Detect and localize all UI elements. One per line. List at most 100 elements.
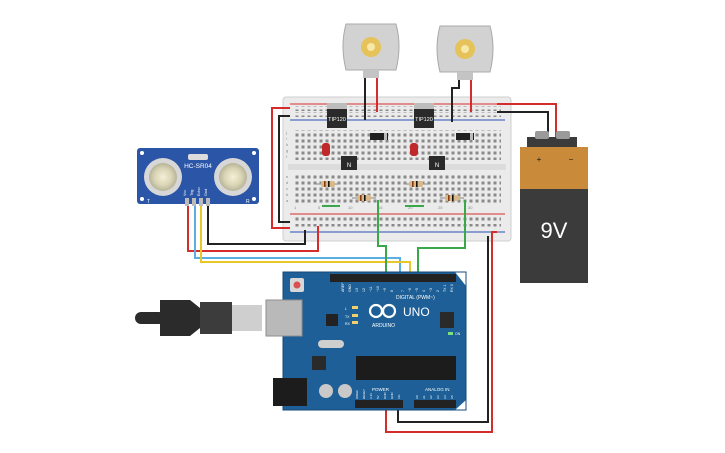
wire — [187, 204, 319, 252]
wire — [200, 204, 411, 272]
battery-minus-label: − — [569, 155, 574, 164]
atmega-chip — [356, 356, 456, 380]
arduino-model: UNO — [403, 305, 430, 319]
row-letter: e — [286, 174, 289, 179]
sensor-pin-label: Vcc — [183, 190, 187, 196]
usb-port[interactable] — [265, 299, 303, 337]
digital-header[interactable] — [330, 274, 456, 282]
row-letter: h — [286, 142, 288, 147]
tip120-right[interactable]: TIP120 — [414, 103, 434, 128]
diode-right[interactable] — [456, 133, 474, 140]
led-label: TX — [345, 315, 350, 319]
pin-label: A0 — [415, 395, 419, 399]
power-header[interactable] — [355, 400, 403, 408]
dc-motor-left[interactable] — [342, 23, 400, 78]
wire — [417, 200, 466, 272]
diode-left[interactable] — [370, 133, 388, 140]
resistor-3[interactable] — [404, 181, 428, 187]
led-left[interactable] — [322, 143, 330, 156]
tip120-left[interactable]: TIP120 — [327, 103, 347, 128]
resistor-2[interactable] — [352, 195, 376, 201]
arduino-logo: ARDUINO UNO — [368, 303, 430, 329]
pin-label: ~10 — [376, 286, 380, 292]
breadboard-row-letters: j i h g f e d c b a — [285, 130, 289, 203]
sensor-pin-label: Trig — [190, 190, 194, 196]
pin-label: A2 — [429, 395, 433, 399]
npn-transistor-left[interactable]: N — [341, 156, 357, 170]
pin-label: 2 — [436, 290, 440, 292]
column-number: 5 — [318, 205, 321, 210]
resistor-1[interactable] — [316, 181, 340, 187]
sensor-side-label: T — [147, 199, 150, 205]
pin-label: 12 — [362, 288, 366, 292]
analog-header-label: ANALOG IN — [425, 387, 450, 392]
led-right[interactable] — [410, 143, 418, 156]
transistor-label: TIP120 — [415, 117, 433, 123]
pin-label: A1 — [422, 395, 426, 399]
wire — [377, 200, 387, 272]
wire — [451, 80, 460, 122]
column-number: 30 — [468, 205, 473, 210]
digital-header-label: DIGITAL (PWM~) — [396, 295, 435, 301]
battery-plus-label: + — [537, 155, 542, 164]
pin-label: ~9 — [383, 288, 387, 292]
analog-header[interactable] — [414, 400, 456, 408]
pin-label: A5 — [450, 395, 454, 399]
column-number: 15 — [378, 205, 383, 210]
usb-cable[interactable] — [135, 300, 262, 336]
dc-motor-right[interactable] — [436, 25, 494, 80]
npn-mark: N — [435, 163, 439, 169]
on-label: ON — [455, 332, 461, 336]
power-jack[interactable] — [273, 378, 307, 406]
sensor-model-label: HC-SR04 — [184, 163, 212, 170]
pin-label: 13 — [355, 288, 359, 292]
wires — [187, 78, 557, 433]
sensor-side-label: R — [246, 199, 250, 205]
row-letter: i — [286, 136, 287, 141]
pin-label: Vin — [397, 394, 401, 399]
row-letter: c — [286, 186, 288, 191]
sensor-pin-label: Gnd — [204, 189, 208, 196]
row-letter: d — [286, 180, 288, 185]
column-number: 20 — [408, 205, 413, 210]
pin-label: ~5 — [415, 288, 419, 292]
pin-label: ~3 — [429, 288, 433, 292]
row-letter: a — [286, 198, 289, 203]
battery-9v[interactable]: + − 9V — [520, 131, 588, 283]
pin-label: 3.3V — [369, 393, 373, 399]
column-number: 25 — [438, 205, 443, 210]
npn-transistor-right[interactable]: N — [429, 156, 445, 170]
sensor-pin-label: Echo — [197, 187, 201, 196]
ultrasonic-sensor[interactable]: HC-SR04 T R Vcc Trig Echo Gnd — [137, 148, 259, 206]
pin-label: 7 — [401, 290, 405, 292]
pin-label: 4 — [422, 290, 426, 292]
row-letter: g — [286, 148, 288, 153]
pin-label: A3 — [436, 395, 440, 399]
wire — [207, 204, 306, 245]
resistor-4[interactable] — [440, 195, 464, 201]
pin-label: GND — [383, 392, 387, 400]
pin-label: ~6 — [408, 288, 412, 292]
transistor-label: TIP120 — [328, 117, 346, 123]
column-number: 10 — [348, 205, 353, 210]
wire — [397, 236, 489, 423]
pin-label: RESET — [362, 389, 366, 399]
arduino-uno[interactable]: AREF GND 13 12 ~11 ~10 ~9 8 7 ~6 ~5 4 ~3… — [265, 271, 467, 411]
breadboard-column-numbers: 1 5 10 15 20 25 30 — [294, 205, 473, 210]
column-number: 1 — [294, 205, 297, 210]
pin-label: 5V — [376, 395, 380, 399]
row-letter: j — [285, 130, 287, 135]
wire — [278, 115, 290, 223]
pin-label: TX 1 — [443, 285, 447, 292]
pin-label: AREF — [341, 283, 345, 292]
npn-mark: N — [347, 163, 351, 169]
breadboard: j i h g f e d c b a 1 5 10 15 20 25 30 — [282, 96, 512, 242]
pin-label: RX 0 — [450, 284, 454, 292]
led-label: L — [345, 307, 347, 311]
pin-label: GND — [390, 392, 394, 400]
wire — [385, 231, 497, 433]
wire — [271, 107, 290, 229]
power-header-label: POWER — [372, 387, 390, 392]
pin-label: GND — [348, 284, 352, 292]
